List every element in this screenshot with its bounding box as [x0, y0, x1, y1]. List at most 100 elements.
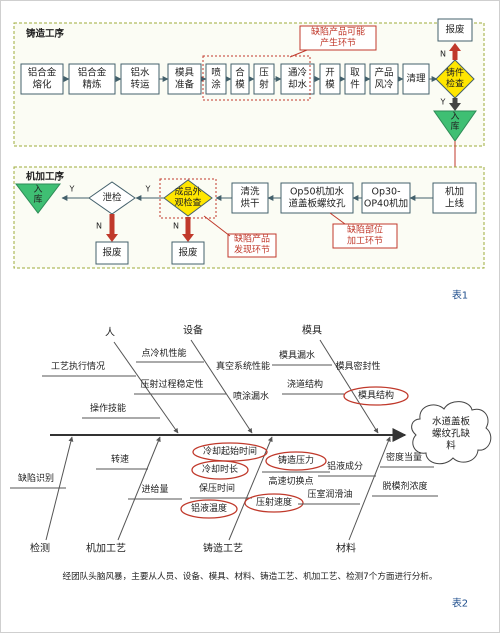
leak-reject-arrow-shaft: [109, 214, 115, 235]
casting-step-label-line: 射: [259, 79, 269, 91]
callout-origin-leader: [289, 49, 308, 58]
visual-check-label-line: 成品外: [174, 186, 201, 198]
casting-step-label-line: 模: [325, 79, 335, 91]
cause-casting-label: 冷却时长: [202, 463, 238, 475]
casting-step-label-line: 开: [325, 68, 335, 79]
leak-no-label: N: [96, 222, 102, 231]
casting-step-label-line: 铝合金: [78, 67, 107, 79]
visual-reject-arrow-shaft: [185, 217, 191, 235]
fishbone-head-label-line: 料: [446, 440, 456, 452]
callout-found-text-line: 发现环节: [234, 244, 270, 256]
machining-store-label-line: 入: [33, 184, 42, 195]
casting-step-label-line: 模: [235, 79, 245, 91]
cause-casting-label: 铝液温度: [191, 502, 227, 514]
fishbone-head-label-line: 水道盖板: [432, 416, 471, 428]
casting-step-box: [120, 63, 160, 95]
machining-step-box: [280, 182, 354, 214]
machining-step-box: [432, 182, 477, 214]
callout-found-leader: [203, 215, 231, 237]
casting-step-label-line: 熔化: [32, 79, 52, 91]
casting-step-box: [280, 63, 315, 95]
cause-material-label: 压室润滑油: [307, 488, 352, 500]
category-equipment: 设备: [183, 324, 203, 337]
defect-origin-group: [202, 55, 311, 101]
cause-equipment-label: 真空系统性能: [216, 360, 270, 372]
casting-step-label-line: 转运: [130, 79, 150, 91]
casting-step-label-line: 喷: [211, 68, 221, 79]
category-material: 材料: [336, 542, 356, 555]
category-casting: 铸造工艺: [203, 542, 243, 555]
cause-inspection-label: 缺陷识别: [18, 472, 54, 484]
machining-step-label-line: Op30-: [371, 187, 400, 198]
leak-yes-label: Y: [69, 185, 75, 194]
cause-equipment-label: 压射过程稳定性: [140, 378, 203, 390]
category-people: 人: [105, 327, 115, 339]
casting-step-box: [402, 63, 430, 95]
bone-mold: [319, 339, 379, 434]
callout-part-text-line: 加工环节: [347, 236, 383, 247]
visual-yes-label: Y: [145, 185, 151, 194]
casting-step-label-line: 风冷: [374, 79, 394, 91]
casting-step-label-line: 通冷: [288, 67, 308, 79]
fishbone-caption: 经团队头脑风暴，主要从人员、设备、模具、材料、铸造工艺、机加工艺、检测7个方面进…: [62, 570, 437, 582]
cause-mold-label: 模具结构: [358, 389, 394, 401]
casting-step-label-line: 清理: [406, 73, 426, 85]
casting-step-label-line: 却水: [288, 79, 308, 91]
casting-no-label: N: [440, 50, 446, 59]
cause-casting-label: 压射速度: [256, 496, 292, 508]
cause-casting-label: 冷却起始时间: [203, 445, 257, 457]
callout-part-box: [332, 223, 398, 249]
fishbone-head-cloud: [411, 401, 492, 465]
casting-step-label-line: 压: [259, 68, 269, 79]
casting-step-label-line: 涂: [211, 79, 221, 91]
casting-step-label-line: 模具: [175, 67, 195, 79]
cause-machining-label: 转速: [111, 453, 129, 465]
casting-step-label-line: 精炼: [82, 79, 102, 91]
callout-origin-text-line: 产生环节: [320, 37, 356, 49]
casting-title: 铸造工序: [26, 28, 65, 40]
casting-step-label-line: 取: [350, 68, 360, 79]
casting-step-label-line: 铝水: [130, 67, 150, 79]
leak-check-diamond: [88, 181, 136, 215]
cause-equipment-label: 喷涂漏水: [233, 390, 269, 402]
casting-step-label-line: 准备: [175, 79, 195, 91]
casting-step-label-line: 铝合金: [28, 67, 57, 79]
visual-check-group: [159, 178, 217, 219]
casting-reject-arrow-head: [449, 43, 461, 51]
cause-casting-label: 高速切换点: [268, 475, 313, 487]
cause-mold-label: 浇道结构: [287, 378, 323, 390]
callout-found-box: [227, 233, 277, 258]
cause-machining-label: 进给量: [141, 483, 168, 495]
cause-casting-label: 铸造压力: [278, 454, 314, 466]
machining-step-label-line: 上线: [445, 198, 465, 210]
cause-material-label: 密度当量: [386, 451, 422, 463]
cause-mold-label: 模具密封性: [335, 360, 380, 372]
casting-store-arrow-head: [449, 103, 461, 111]
casting-step-box: [369, 63, 399, 95]
casting-store-triangle: [433, 110, 477, 142]
casting-store-arrow-shaft: [452, 98, 458, 104]
cause-people-label: 工艺执行情况: [51, 360, 105, 372]
cause-equipment-label: 点冷机性能: [141, 347, 186, 359]
casting-store-label-line: 库: [450, 120, 459, 132]
fishbone-head-label-line: 螺纹孔缺: [432, 428, 471, 440]
leak-reject-label: 报废: [102, 247, 122, 259]
inspect-diamond: [435, 59, 475, 99]
leak-reject-arrow-head: [106, 234, 118, 242]
casting-step-label-line: 件: [350, 79, 360, 91]
callout-found-text-line: 缺陷产品: [234, 233, 270, 245]
bone-people: [113, 341, 179, 434]
machining-step-box: [231, 182, 269, 214]
cause-people-label: 操作技能: [90, 402, 126, 414]
highlight-injection-speed: [244, 493, 304, 513]
casting-reject-label: 报废: [445, 24, 465, 36]
machining-store-triangle: [14, 183, 62, 214]
cause-material-label: 铝液成分: [327, 460, 363, 472]
cause-material-label: 脱模剂浓度: [382, 480, 427, 492]
visual-check-label-line: 观检查: [174, 197, 201, 209]
highlight-mold-structure: [343, 386, 409, 406]
casting-step-box: [167, 63, 202, 95]
bone-material: [348, 436, 391, 541]
